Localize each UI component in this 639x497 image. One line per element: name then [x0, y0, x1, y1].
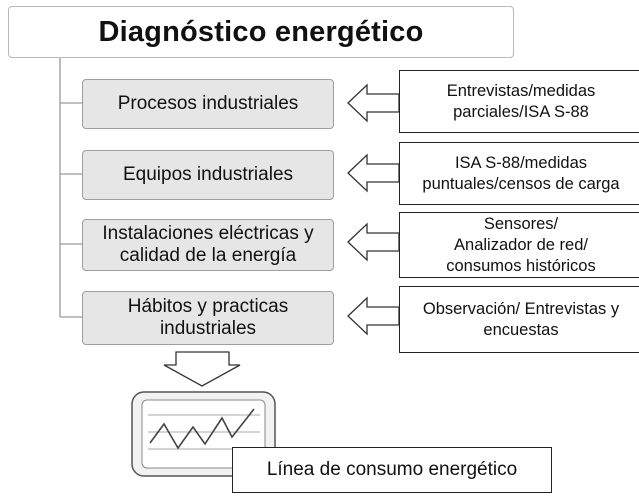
- category-habitos-practicas: Hábitos y practicas industriales: [82, 291, 334, 345]
- left-block-arrow-icon: [347, 83, 400, 123]
- category-instalaciones-electricas: Instalaciones eléctricas y calidad de la…: [82, 219, 334, 271]
- down-block-arrow-icon: [163, 351, 241, 387]
- source-box-equipos: ISA S-88/medidas puntuales/censos de car…: [399, 142, 639, 205]
- category-procesos-industriales: Procesos industriales: [82, 79, 334, 129]
- source-box-instalaciones: Sensores/ Analizador de red/ consumos hi…: [399, 212, 639, 278]
- result-box: Línea de consumo energético: [232, 447, 552, 493]
- left-block-arrow-icon: [347, 222, 400, 262]
- tree-connector: [59, 58, 82, 318]
- source-box-procesos: Entrevistas/medidas parciales/ISA S-88: [399, 70, 639, 133]
- diagram-title: Diagnóstico energético: [8, 6, 514, 58]
- line-chart-icon: [131, 391, 276, 477]
- left-block-arrow-icon: [347, 296, 400, 336]
- category-equipos-industriales: Equipos industriales: [82, 150, 334, 200]
- source-box-habitos: Observación/ Entrevistas y encuestas: [399, 286, 639, 353]
- left-block-arrow-icon: [347, 153, 400, 193]
